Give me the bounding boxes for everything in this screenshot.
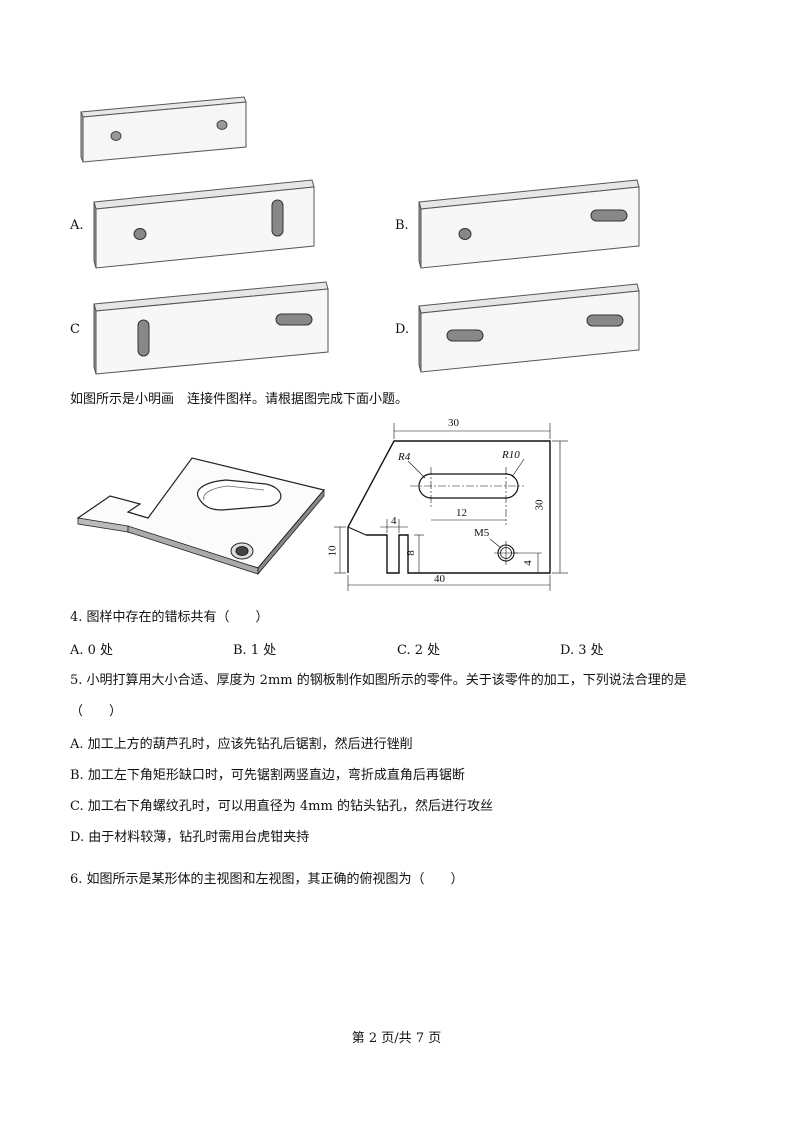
dim-r-small: R4	[398, 451, 411, 463]
q4-option-d: D. 3 处	[560, 643, 604, 658]
page-footer: 第 2 页/共 7 页	[351, 1031, 442, 1046]
q5-stem: 5. 小明打算用大小合适、厚度为 2mm 的钢板制作如图所示的零件。关于该零件的…	[70, 673, 687, 688]
option-c-bar-figure	[90, 280, 332, 378]
option-d-label: D.	[395, 322, 410, 337]
option-b-bar-figure	[415, 178, 645, 270]
q5-option-a: A. 加工上方的葫芦孔时，应该先钻孔后锯割，然后进行锉削	[70, 737, 413, 752]
intro-text: 如图所示是小明画 连接件图样。请根据图完成下面小题。	[70, 392, 409, 407]
dim-r-large: R10	[502, 449, 520, 461]
dim-right: 30	[533, 499, 546, 511]
dim-slot-length: 12	[456, 507, 467, 519]
option-a-bar-figure	[90, 178, 320, 270]
q6-stem: 6. 如图所示是某形体的主视图和左视图，其正确的俯视图为（ ）	[70, 872, 464, 887]
option-a-label: A.	[70, 218, 84, 233]
q5-option-c: C. 加工右下角螺纹孔时，可以用直径为 4mm 的钻头钻孔，然后进行攻丝	[70, 799, 493, 814]
q4-option-c: C. 2 处	[397, 643, 441, 658]
engineering-drawing: 30 30 40 R4 R10 12 4 10 8 M5 4	[326, 415, 568, 595]
dim-thread: M5	[474, 527, 490, 539]
q5-option-d: D. 由于材料较薄，钻孔时需用台虎钳夹持	[70, 830, 310, 845]
dim-top: 30	[448, 417, 459, 429]
q4-option-a: A. 0 处	[70, 643, 114, 658]
dim-notch-height: 8	[404, 550, 417, 556]
dim-thread-offset: 4	[521, 560, 534, 566]
option-c-label: C	[70, 322, 80, 337]
q4-stem: 4. 图样中存在的错标共有（ ）	[70, 610, 269, 625]
q5-option-b: B. 加工左下角矩形缺口时，可先锯割两竖直边，弯折成直角后再锯断	[70, 768, 465, 783]
q5-paren: （ ）	[70, 704, 123, 719]
option-d-bar-figure	[415, 282, 645, 376]
q4-option-b: B. 1 处	[233, 643, 277, 658]
reference-bar-figure	[78, 95, 250, 165]
connector-plate-3d-figure	[70, 450, 332, 575]
option-b-label: B.	[395, 218, 409, 233]
dim-left-height: 10	[326, 545, 339, 557]
dim-bottom: 40	[434, 573, 445, 585]
dim-notch-width: 4	[391, 515, 397, 527]
